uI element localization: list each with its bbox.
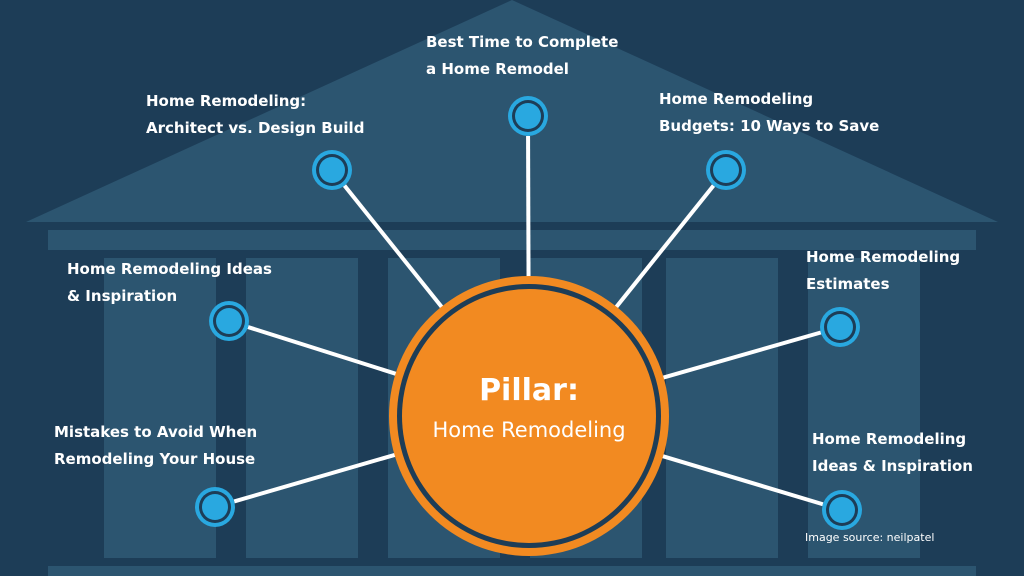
connector-line-budgets [613,184,716,310]
node-dot-architect [312,150,352,190]
node-dot-ring [515,103,541,129]
node-dot-ring [829,497,855,523]
node-dot-ring [713,157,739,183]
node-dot-ring [216,308,242,334]
node-dot-ring [827,314,853,340]
building-column [666,258,778,558]
node-dot-mistakes [195,487,235,527]
node-dot-ring [319,157,345,183]
image-source-credit: Image source: neilpatel [805,531,935,544]
connector-line-ideas-left [247,325,399,377]
node-dot-ideas-right [822,490,862,530]
node-dot-ring [202,494,228,520]
connector-line-architect [342,184,445,310]
node-label-mistakes: Mistakes to Avoid When Remodeling Your H… [54,423,258,468]
node-label-best-time: Best Time to Complete a Home Remodel [426,33,619,78]
connector-line-mistakes [233,452,398,504]
node-dot-estimates [820,307,860,347]
connector-lines [233,135,824,507]
pillar-subtitle: Home Remodeling [432,418,626,442]
node-label-ideas-left: Home Remodeling Ideas & Inspiration [67,260,272,305]
node-label-budgets: Home Remodeling Budgets: 10 Ways to Save [659,90,880,135]
node-label-architect: Home Remodeling: Architect vs. Design Bu… [146,92,365,137]
node-dot-budgets [706,150,746,190]
building-base [48,566,976,576]
center-circle-fill [402,289,656,543]
node-label-ideas-right: Home Remodeling Ideas & Inspiration [812,430,973,475]
node-dot-best-time [508,96,548,136]
pillar-title: Pillar: [479,373,579,408]
connector-line-estimates [661,330,822,380]
center-circle [389,276,669,556]
building-column [246,258,358,558]
node-dot-ideas-left [209,301,249,341]
connector-line-ideas-right [660,453,824,507]
node-markers [195,96,862,530]
node-label-estimates: Home Remodeling Estimates [806,248,961,293]
building-beam [48,230,976,250]
